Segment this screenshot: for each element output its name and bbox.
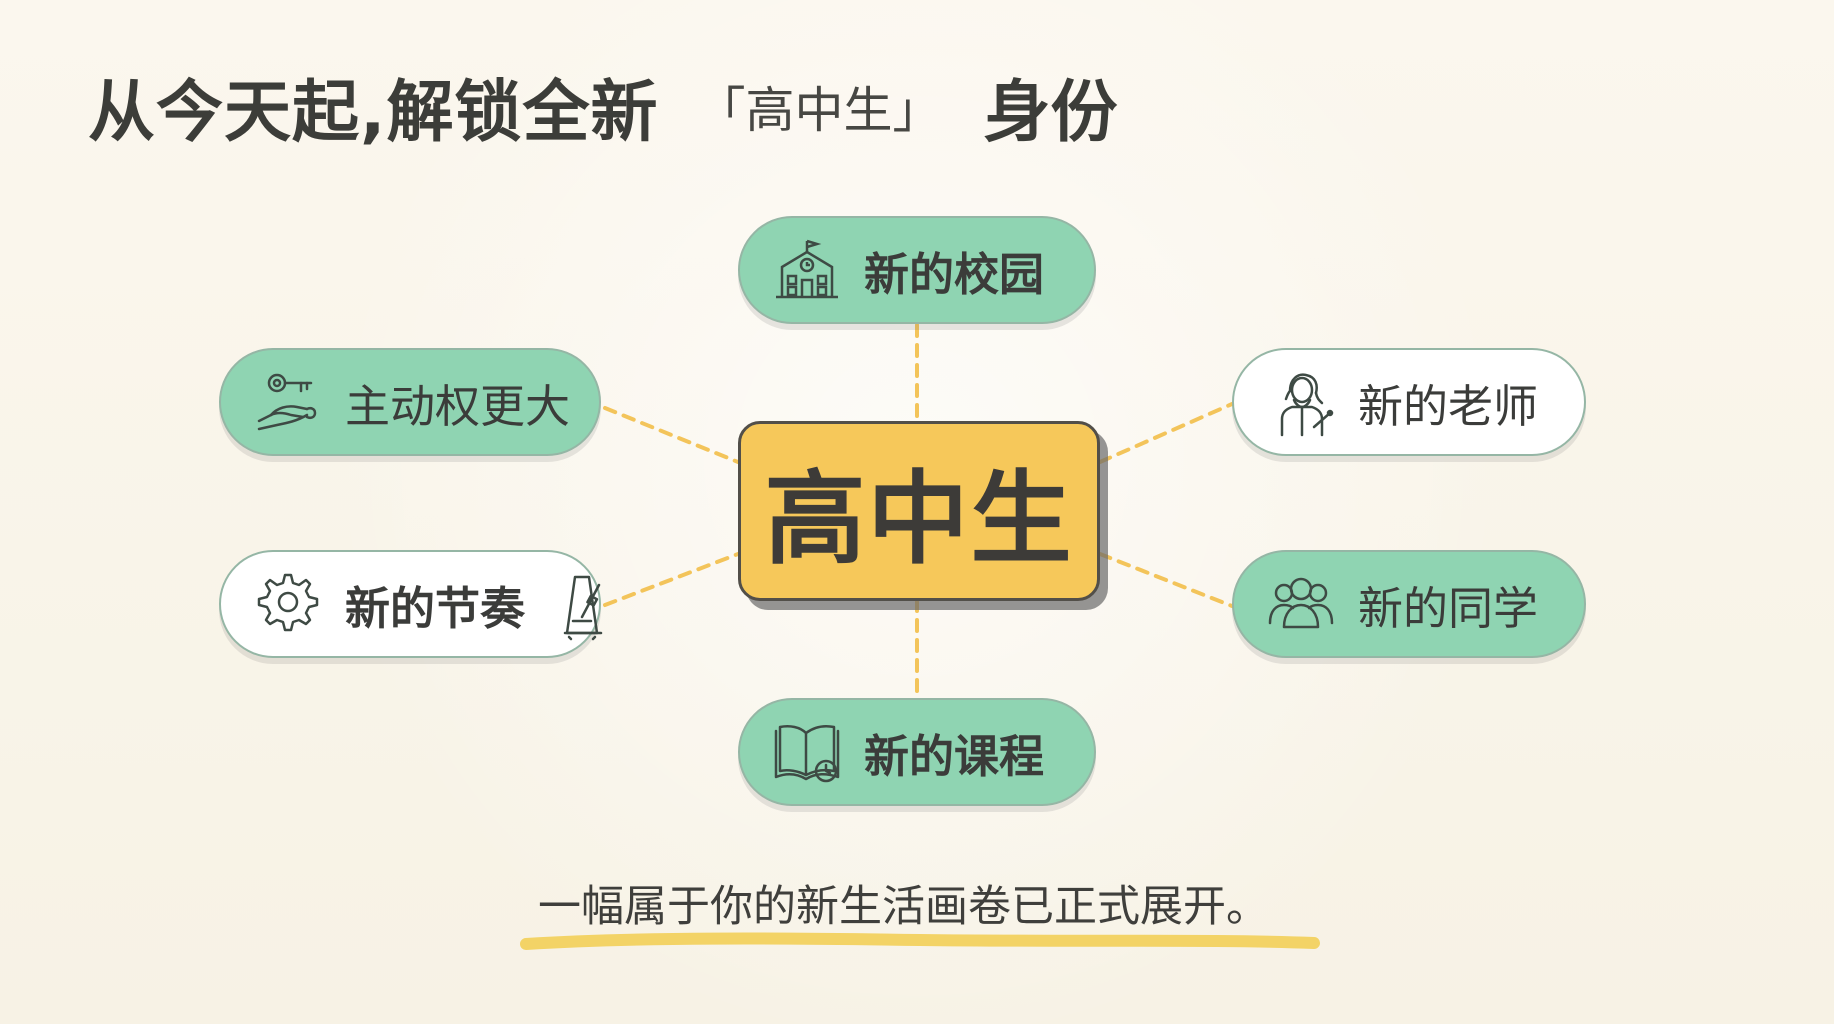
node-classmates: 新的同学: [1232, 550, 1586, 658]
connector-rhythm: [603, 552, 740, 607]
group-icon: [1268, 577, 1334, 629]
teacher-icon: [1280, 373, 1334, 437]
caption-underline: [520, 932, 1320, 950]
title-suffix: 身份: [983, 73, 1118, 151]
node-courses-label: 新的课程: [864, 729, 1045, 783]
node-teacher-label: 新的老师: [1358, 379, 1539, 433]
connector-teacher: [1098, 402, 1234, 464]
title-bracket: 「高中生」: [696, 82, 942, 139]
node-campus: 新的校园: [738, 216, 1096, 324]
node-courses: 新的课程: [738, 698, 1096, 806]
node-rhythm: 新的节奏: [219, 550, 603, 658]
connector-classmates: [1098, 552, 1234, 608]
page-title: 从今天起,解锁全新 「高中生」 身份: [88, 58, 1117, 155]
caption: 一幅属于你的新生活画卷已正式展开。: [538, 882, 1269, 932]
node-classmates-label: 新的同学: [1358, 581, 1539, 635]
node-autonomy-label: 主动权更大: [345, 379, 571, 433]
connector-autonomy: [603, 406, 740, 464]
metronome-icon: [563, 575, 603, 641]
node-rhythm-label: 新的节奏: [345, 581, 526, 635]
title-main: 从今天起,解锁全新: [88, 73, 659, 151]
gear-icon: [257, 573, 319, 632]
footer: 一幅属于你的新生活画卷已正式展开。: [520, 872, 1320, 962]
book-clock-icon: [774, 725, 840, 783]
node-teacher: 新的老师: [1232, 348, 1586, 456]
key-hand-icon: [257, 373, 317, 431]
school-building-icon: [776, 239, 838, 299]
node-autonomy: 主动权更大: [219, 348, 601, 456]
center-node: 高中生: [738, 421, 1100, 601]
center-node-label: 高中生: [764, 460, 1074, 578]
node-campus-label: 新的校园: [864, 247, 1045, 301]
